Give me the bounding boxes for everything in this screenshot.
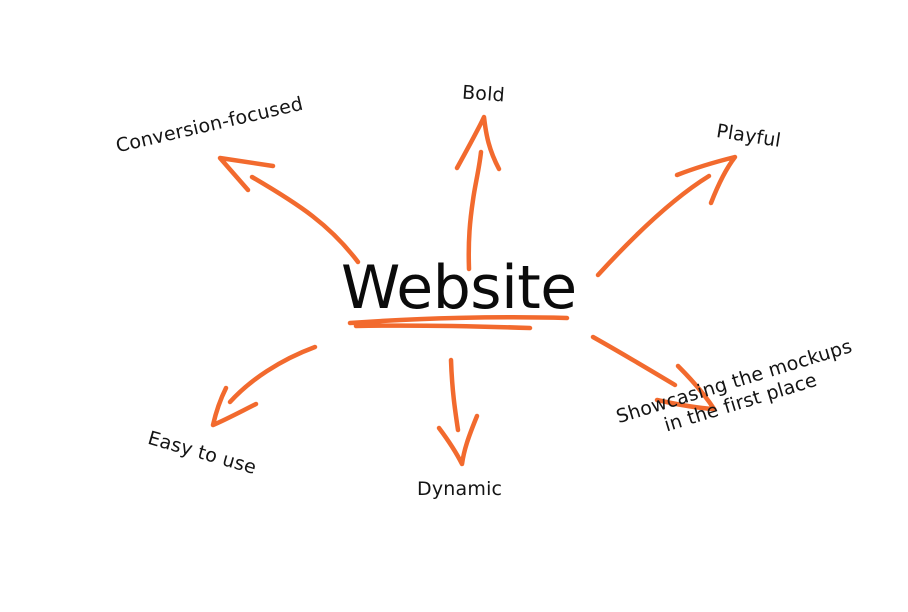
arrow-conversion — [249, 174, 361, 265]
arrow-bold — [466, 149, 484, 272]
center-node: Website — [341, 253, 577, 323]
arrowhead-bold — [454, 114, 502, 172]
arrowhead-playful — [674, 154, 738, 206]
arrow-easy — [227, 344, 318, 405]
center-underline — [347, 314, 570, 331]
arrowhead-dynamic — [436, 413, 480, 467]
branch-label-dynamic: Dynamic — [417, 478, 503, 500]
arrow-dynamic — [448, 357, 461, 433]
arrowhead-conversion — [217, 155, 276, 193]
arrowhead-easy — [210, 385, 259, 428]
branch-label-bold: Bold — [461, 81, 506, 107]
arrow-playful — [595, 173, 712, 278]
arrow-showcase — [590, 334, 678, 388]
arrowhead-showcase — [654, 363, 717, 412]
